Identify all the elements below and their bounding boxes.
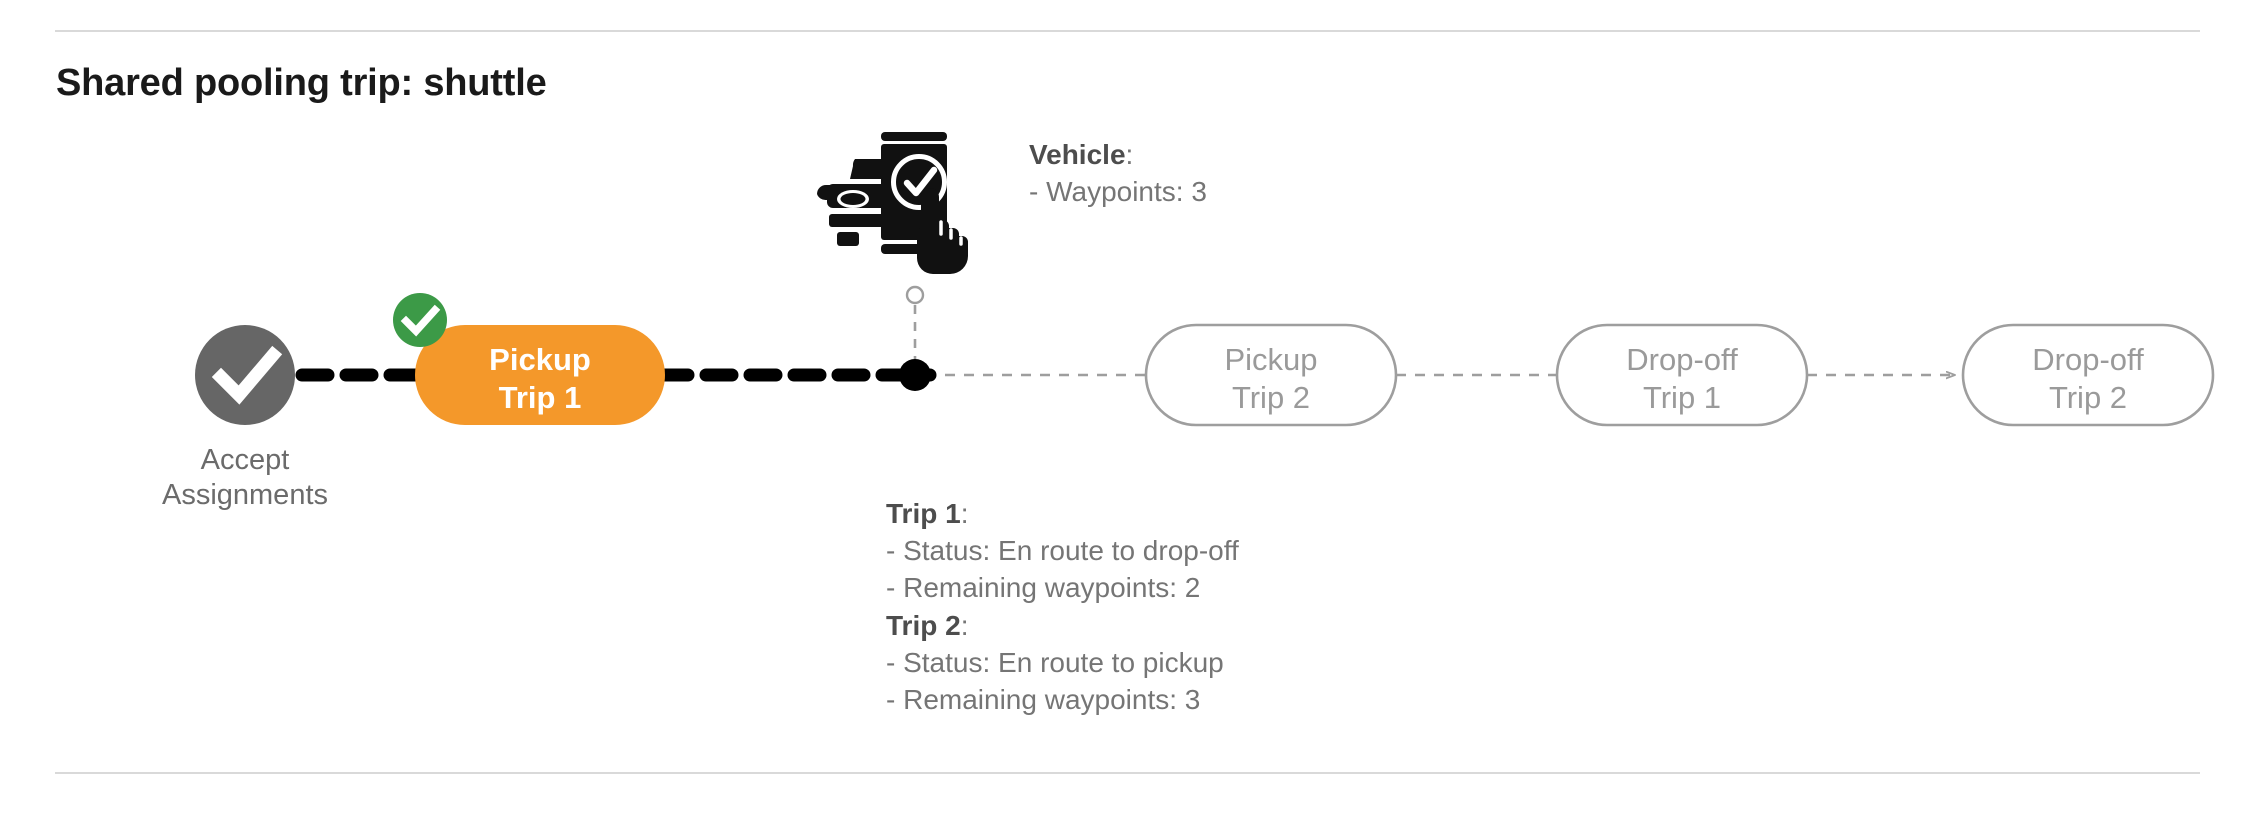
trip-2-annotation-header: Trip 2:: [886, 607, 1239, 644]
node-drop-off-trip-2-shape[interactable]: [1961, 323, 2215, 427]
trip-annotations: Trip 1: - Status: En route to drop-off -…: [886, 495, 1239, 718]
node-pickup-trip-2-shape[interactable]: [1144, 323, 1398, 427]
vehicle-annotation-line-0: - Waypoints: 3: [1029, 176, 1207, 208]
vehicle-check-in-icon: [817, 132, 968, 274]
trip-2-status-line: - Status: En route to pickup: [886, 646, 1224, 678]
node-pickup-trip-1[interactable]: [415, 325, 665, 425]
page-title: Shared pooling trip: shuttle: [56, 62, 547, 104]
start-node-accept-assignments[interactable]: [195, 325, 295, 425]
vehicle-annotation-header: Vehicle:: [1029, 136, 1207, 173]
vehicle-annotation-header-suffix: :: [1125, 139, 1134, 170]
trip-2-waypoints-line: - Remaining waypoints: 3: [886, 684, 1201, 716]
node-pickup-trip-1-badge: [393, 293, 447, 347]
trip-2-annotation-header-text: Trip 2: [886, 609, 961, 641]
start-node-circle: [195, 325, 295, 425]
vehicle-annotation: Vehicle: - Waypoints: 3: [1029, 136, 1207, 210]
trip-1-annotation-header-suffix: :: [960, 498, 969, 529]
badge-circle: [393, 293, 447, 347]
trip-1-annotation-header-text: Trip 1: [886, 498, 961, 529]
top-divider: [55, 30, 2200, 32]
check-icon: [400, 304, 441, 337]
trip-1-waypoints-line: - Remaining waypoints: 2: [886, 572, 1201, 604]
vehicle-leader-anchor: [905, 285, 925, 305]
trip-1-status-line: - Status: En route to drop-off: [886, 535, 1239, 567]
trip-2-annotation-header-suffix: :: [960, 609, 969, 641]
trip-1-annotation-header: Trip 1:: [886, 495, 1239, 532]
bottom-divider: [55, 772, 2200, 774]
check-circle-icon: [211, 345, 283, 405]
vehicle-position-marker[interactable]: [899, 359, 931, 391]
vehicle-annotation-header-text: Vehicle: [1029, 139, 1126, 170]
start-node-caption: Accept Assignments: [161, 444, 328, 512]
node-drop-off-trip-1-shape[interactable]: [1555, 323, 1809, 427]
node-pickup-trip-1-shape: [415, 325, 665, 425]
